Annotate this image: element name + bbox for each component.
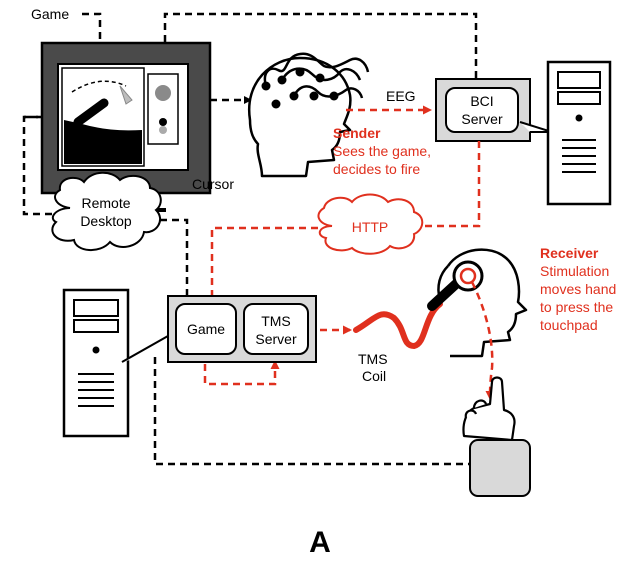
tms-server-box [243, 303, 309, 355]
receiver-head [437, 248, 528, 358]
tms-coil-target [459, 267, 477, 285]
cannon-ground [64, 120, 142, 164]
target-object [119, 85, 133, 105]
receiver-line1: Stimulation [540, 263, 609, 279]
cursor-dot [159, 118, 167, 126]
receiver-line4: touchpad [540, 317, 598, 333]
remote-to-game-server-link [160, 218, 189, 300]
electrode [261, 81, 271, 91]
sender-line2: decides to fire [333, 161, 420, 177]
sender-head [247, 52, 370, 178]
sender-title: Sender [333, 125, 381, 141]
electrode [315, 73, 325, 83]
receiver-computer-tower [62, 288, 130, 438]
receiver-line2: moves hand [540, 281, 616, 297]
cannon-barrel [73, 98, 109, 127]
tms-coil-cable [353, 301, 443, 350]
receiver-line3: to press the [540, 299, 613, 315]
coil-label-line1: TMS [358, 351, 388, 367]
coil-label-line2: Coil [362, 368, 386, 384]
eeg-label: EEG [386, 88, 416, 104]
stimulation-path [470, 281, 495, 400]
receiver-hand [462, 376, 516, 442]
tms-label-line1: TMS [261, 313, 291, 329]
http-to-game-link [207, 226, 318, 304]
sender-computer-tower [546, 60, 612, 206]
game-screen [61, 67, 179, 167]
trajectory [71, 80, 127, 93]
http-cloud: HTTP [317, 193, 424, 255]
touchpad-loop-link [153, 345, 470, 466]
panel-letter: A [309, 526, 331, 559]
cursor-label: Cursor [192, 176, 234, 192]
electrode [271, 99, 281, 109]
coil-handle [427, 279, 461, 311]
top-loop-link [163, 12, 478, 80]
electrode [309, 91, 319, 101]
bci-server: BCI Server [435, 78, 531, 142]
top-target-circle [155, 85, 171, 101]
bci-label-line2: Server [461, 111, 503, 127]
game-to-tms-link [203, 352, 280, 386]
game-box [175, 303, 237, 355]
sender-line1: Sees the game, [333, 143, 431, 159]
game-box-label: Game [187, 321, 225, 337]
remote-label-line1: Remote [81, 195, 130, 211]
electrode [289, 91, 299, 101]
eeg-electrodes [261, 67, 339, 109]
cursor-trail-dot [159, 126, 167, 134]
electrode [295, 67, 305, 77]
tms-label-line2: Server [255, 331, 297, 347]
http-label: HTTP [352, 219, 389, 235]
remote-desktop-cloud: Remote Desktop [51, 171, 162, 251]
touchpad [469, 439, 531, 497]
electrode [277, 75, 287, 85]
receiver-title: Receiver [540, 245, 599, 261]
bci-label-line1: BCI [470, 93, 493, 109]
bci-to-http-link [420, 141, 481, 228]
game-tms-server-panel: Game TMS Server [167, 295, 317, 363]
game-label: Game [31, 6, 69, 22]
electrode [329, 91, 339, 101]
remote-label-line2: Desktop [80, 213, 132, 229]
